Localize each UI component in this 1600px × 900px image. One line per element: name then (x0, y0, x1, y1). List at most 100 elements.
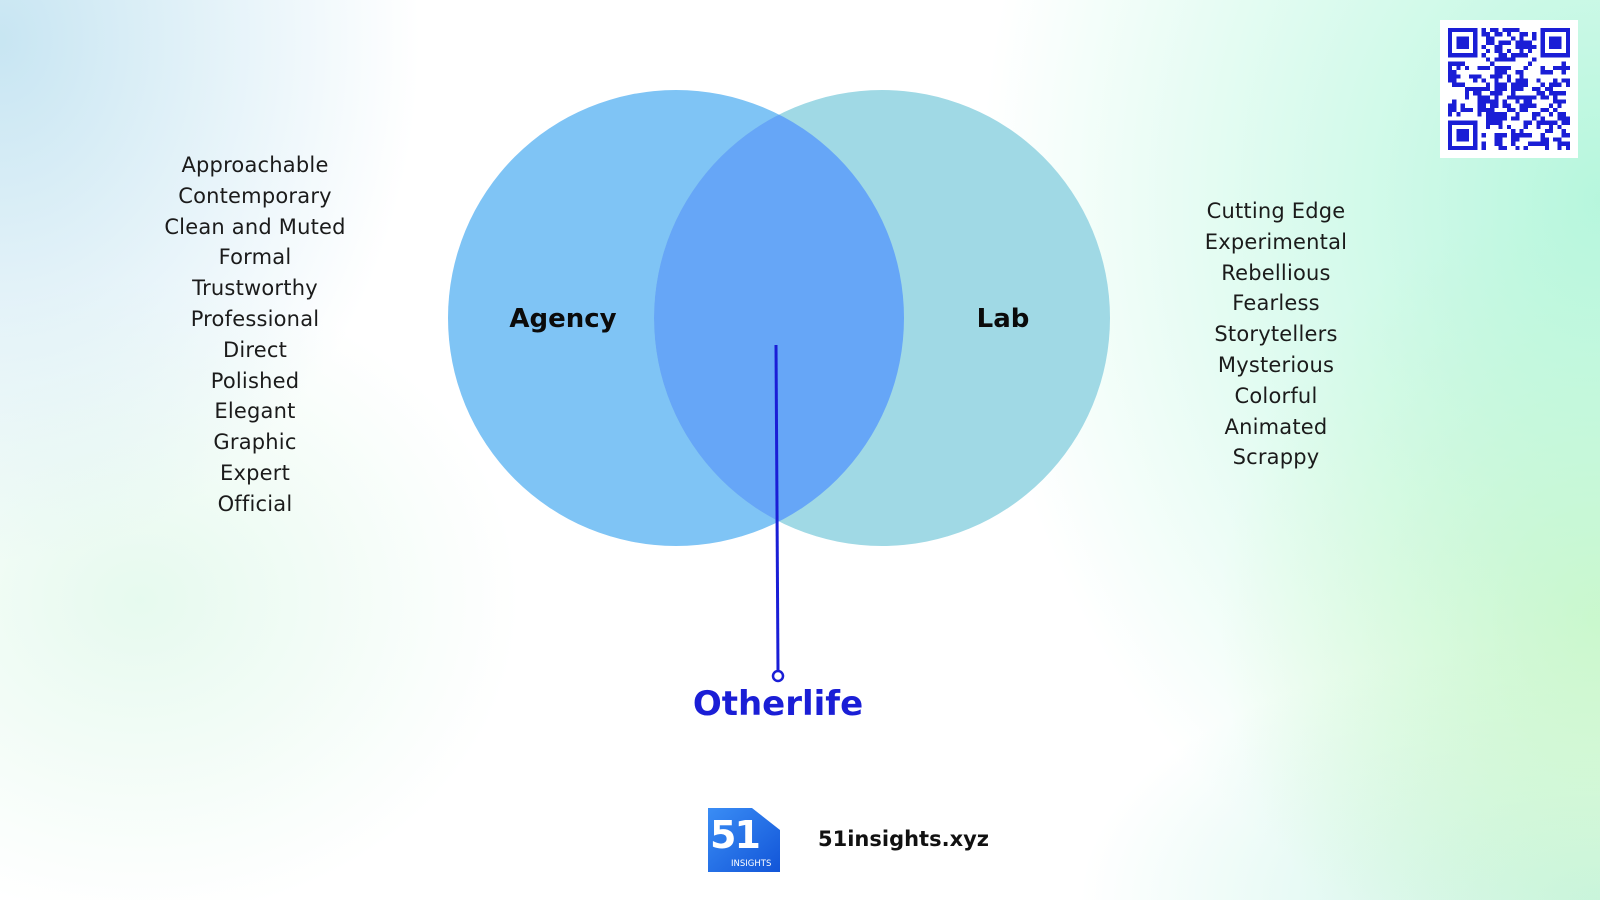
qr-module (1506, 107, 1512, 113)
qr-module (1460, 103, 1465, 108)
qr-module (1511, 128, 1516, 134)
qr-module (1515, 137, 1520, 142)
qr-module (1540, 95, 1545, 100)
qr-module (1460, 40, 1465, 45)
qr-module (1485, 112, 1491, 117)
qr-module (1506, 103, 1512, 108)
qr-module (1519, 128, 1524, 134)
qr-module (1553, 99, 1558, 104)
qr-module (1565, 40, 1570, 45)
qr-module (1511, 91, 1516, 96)
qr-module (1448, 141, 1453, 146)
qr-module (1498, 82, 1503, 87)
qr-module (1515, 116, 1520, 121)
qr-module (1561, 65, 1566, 71)
qr-module (1494, 91, 1499, 96)
qr-code-icon[interactable] (1440, 20, 1578, 158)
qr-module (1540, 137, 1545, 142)
qr-module (1502, 145, 1507, 150)
qr-module (1494, 86, 1499, 92)
qr-module (1448, 128, 1453, 134)
qr-module (1448, 133, 1453, 138)
qr-module (1481, 145, 1486, 150)
qr-module (1481, 32, 1486, 37)
qr-module (1460, 128, 1465, 134)
qr-module (1460, 145, 1465, 150)
qr-module (1448, 40, 1453, 45)
qr-module (1494, 120, 1499, 125)
qr-module (1464, 28, 1470, 33)
qr-module (1548, 124, 1554, 129)
qr-module (1477, 74, 1482, 79)
lab-attribute: Scrappy (1232, 445, 1320, 470)
qr-module (1565, 28, 1570, 33)
qr-module (1460, 28, 1465, 33)
qr-module (1536, 91, 1541, 96)
qr-module (1536, 141, 1541, 146)
qr-module (1498, 32, 1503, 37)
qr-module (1456, 36, 1461, 41)
qr-module (1494, 99, 1499, 104)
qr-module (1523, 40, 1528, 45)
qr-module (1561, 141, 1566, 146)
qr-module (1502, 40, 1507, 45)
qr-module (1565, 145, 1570, 150)
qr-module (1532, 112, 1537, 117)
website-link[interactable]: 51insights.xyz (818, 827, 990, 851)
qr-module (1544, 137, 1549, 142)
qr-module (1448, 78, 1453, 83)
qr-module (1540, 91, 1545, 96)
qr-module (1561, 78, 1566, 83)
qr-module (1506, 40, 1512, 45)
qr-module (1502, 53, 1507, 58)
qr-module (1527, 133, 1533, 138)
qr-module (1464, 133, 1470, 138)
lab-attribute: Fearless (1232, 291, 1320, 316)
qr-module (1481, 86, 1486, 92)
qr-module (1494, 141, 1499, 146)
qr-module (1557, 28, 1562, 33)
qr-module (1544, 141, 1549, 146)
qr-module (1557, 44, 1562, 50)
qr-module (1494, 133, 1499, 138)
qr-module (1532, 141, 1537, 146)
qr-module (1473, 74, 1478, 79)
qr-module (1553, 82, 1558, 87)
qr-module (1464, 145, 1470, 150)
qr-module (1511, 137, 1516, 142)
qr-module (1519, 95, 1524, 100)
qr-module (1565, 141, 1570, 146)
qr-module (1494, 103, 1499, 108)
qr-module (1519, 86, 1524, 92)
qr-module (1540, 65, 1545, 71)
qr-module (1553, 28, 1558, 33)
qr-module (1464, 120, 1470, 125)
qr-module (1494, 112, 1499, 117)
qr-module (1494, 95, 1499, 100)
qr-module (1498, 112, 1503, 117)
qr-module (1477, 107, 1482, 113)
qr-module (1456, 40, 1461, 45)
qr-module (1456, 44, 1461, 50)
qr-module (1498, 145, 1503, 150)
qr-module (1498, 133, 1503, 138)
qr-module (1502, 82, 1507, 87)
qr-module (1494, 70, 1499, 75)
qr-module (1502, 57, 1507, 62)
qr-module (1485, 86, 1491, 92)
qr-module (1464, 107, 1470, 113)
qr-module (1532, 57, 1537, 62)
logo-number: 51 (710, 813, 759, 857)
qr-module (1548, 112, 1554, 117)
qr-module (1532, 86, 1537, 92)
qr-module (1490, 107, 1495, 113)
qr-module (1502, 103, 1507, 108)
qr-module (1498, 44, 1503, 50)
qr-module (1540, 28, 1545, 33)
qr-module (1561, 128, 1566, 134)
agency-attribute: Direct (222, 337, 288, 362)
qr-module (1473, 133, 1478, 138)
qr-module (1511, 95, 1516, 100)
qr-module (1494, 82, 1499, 87)
qr-module (1523, 53, 1528, 58)
